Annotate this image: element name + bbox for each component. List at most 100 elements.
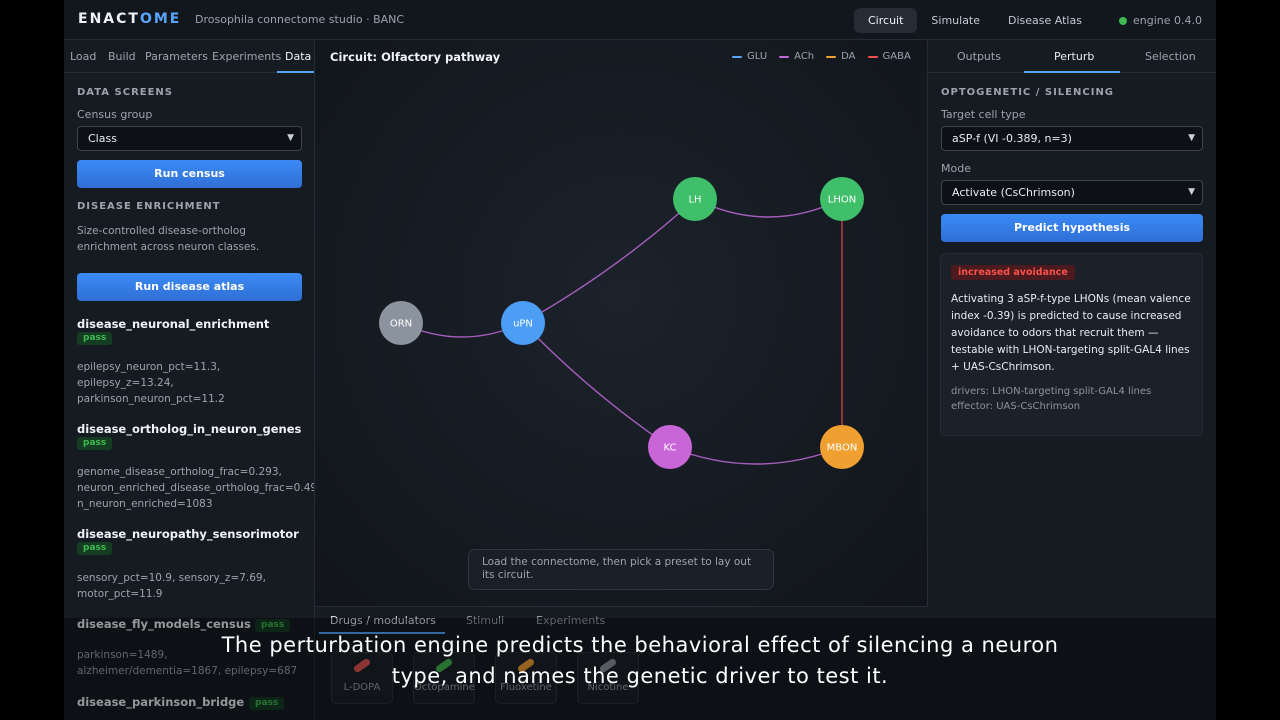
node-circle[interactable] — [820, 425, 864, 469]
app-subtitle: Drosophila connectome studio · BANC — [195, 13, 405, 26]
node-lhon[interactable]: LHON — [820, 177, 864, 221]
left-tabs: Load Build Parameters Experiments Data — [64, 40, 314, 73]
drug-octopamine[interactable]: Octopamine — [413, 652, 475, 704]
engine-status: engine 0.4.0 — [1119, 14, 1202, 27]
status-badge: pass — [77, 542, 113, 555]
status-dot-icon — [1119, 16, 1127, 25]
node-label: uPN — [513, 319, 533, 330]
disease-enrichment-desc: Size-controlled disease-ortholog enrichm… — [77, 225, 260, 253]
effect-badge: increased avoidance — [951, 265, 1075, 280]
optogenetic-title: OPTOGENETIC / SILENCING — [941, 87, 1115, 98]
drug-l-dopa[interactable]: L-DOPA — [331, 652, 393, 704]
left-panel: Load Build Parameters Experiments Data D… — [64, 40, 315, 720]
run-census-button[interactable]: Run census — [77, 160, 302, 188]
node-label: LHON — [828, 195, 856, 206]
node-circle[interactable] — [501, 301, 545, 345]
circuit-graph: ORN uPN LH LHON KC MBON — [379, 177, 864, 469]
tab-stimuli[interactable]: Stimuli — [466, 614, 505, 627]
right-tabs: Outputs Perturb Selection — [928, 40, 1216, 73]
canvas-title: Circuit: Olfactory pathway — [330, 50, 501, 64]
node-lh[interactable]: LH — [673, 177, 717, 221]
top-nav: Circuit Simulate Disease Atlas — [854, 8, 1096, 33]
chevron-down-icon: ▼ — [1188, 187, 1195, 197]
hypothesis-card: increased avoidance Activating 3 aSP-f-t… — [940, 253, 1203, 436]
tab-selection[interactable]: Selection — [1145, 50, 1196, 63]
result-name: disease_neuropathy_sensorimotor — [77, 527, 299, 541]
right-panel: Outputs Perturb Selection OPTOGENETIC / … — [928, 40, 1216, 720]
predict-hypothesis-button[interactable]: Predict hypothesis — [941, 214, 1203, 242]
census-group-label: Census group — [77, 108, 153, 121]
edge-upn-kc — [522, 322, 671, 448]
app-window: ENACTOME Drosophila connectome studio · … — [64, 0, 1216, 720]
status-badge: pass — [249, 697, 285, 710]
chevron-down-icon: ▼ — [287, 133, 294, 143]
status-badge: pass — [255, 619, 291, 632]
legend-item: DA — [826, 51, 856, 62]
bottom-drawer: Drugs / modulators Stimuli Experiments L… — [315, 606, 928, 720]
target-cell-type-select[interactable]: aSP-f (VI -0.389, n=3) ▼ — [941, 126, 1203, 151]
node-label: MBON — [827, 443, 858, 454]
legend-item: GLU — [732, 51, 767, 62]
result-name: disease_neuronal_enrichment — [77, 317, 270, 331]
result-metrics: sensory_pct=10.9, sensory_z=7.69, motor_… — [77, 572, 266, 600]
tab-load[interactable]: Load — [70, 50, 97, 63]
node-circle[interactable] — [673, 177, 717, 221]
status-badge: pass — [77, 332, 113, 345]
tab-perturb[interactable]: Perturb — [1054, 50, 1095, 63]
edge-lh-lhon — [694, 198, 843, 218]
node-upn[interactable]: uPN — [501, 301, 545, 345]
tab-underline — [277, 71, 314, 73]
node-circle[interactable] — [648, 425, 692, 469]
tab-drawer-experiments[interactable]: Experiments — [536, 614, 606, 627]
nav-simulate[interactable]: Simulate — [931, 14, 981, 27]
legend-swatch — [867, 55, 878, 58]
legend-item: GABA — [867, 51, 911, 62]
drug-nicotine[interactable]: Nicotine — [577, 652, 639, 704]
result-name: disease_fly_models_census — [77, 617, 251, 631]
result-name: disease_ortholog_in_neuron_genes — [77, 422, 302, 436]
status-badge: pass — [77, 437, 113, 450]
legend-swatch — [779, 55, 790, 58]
legend-item: ACh — [779, 51, 814, 62]
tab-parameters[interactable]: Parameters — [145, 50, 208, 63]
legend-swatch — [732, 55, 742, 58]
edge-upn-lh — [522, 198, 696, 324]
node-orn[interactable]: ORN — [379, 301, 423, 345]
tab-build[interactable]: Build — [108, 50, 136, 63]
drug-fluoxetine[interactable]: Fluoxetine — [495, 652, 557, 704]
result-metrics: parkinson=1489, alzheimer/dementia=1867,… — [77, 649, 298, 677]
node-label: ORN — [390, 319, 412, 330]
mode-select[interactable]: Activate (CsChrimson) ▼ — [941, 180, 1203, 205]
app-logo: ENACTOME — [78, 11, 182, 27]
node-kc[interactable]: KC — [648, 425, 692, 469]
node-circle[interactable] — [379, 301, 423, 345]
census-group-select[interactable]: Class ▼ — [77, 126, 302, 151]
result-metrics: epilepsy_neuron_pct=11.3, epilepsy_z=13.… — [77, 361, 225, 405]
engine-version: engine 0.4.0 — [1133, 14, 1203, 27]
nav-circuit[interactable]: Circuit — [854, 8, 918, 33]
effector-text: effector: UAS-CsChrimson — [951, 401, 1081, 412]
node-mbon[interactable]: MBON — [820, 425, 864, 469]
circuit-canvas[interactable]: Circuit: Olfactory pathway GLU ACh DA GA… — [315, 40, 928, 606]
subtitle-caption: The perturbation engine predicts the beh… — [64, 618, 1216, 720]
edge-kc-mbon — [669, 446, 843, 465]
hypothesis-text: Activating 3 aSP-f-type LHONs (mean vale… — [951, 293, 1191, 373]
drivers-text: drivers: LHON-targeting split-GAL4 lines — [951, 386, 1152, 397]
run-disease-atlas-button[interactable]: Run disease atlas — [77, 273, 302, 301]
node-circle[interactable] — [820, 177, 864, 221]
tab-experiments[interactable]: Experiments — [212, 50, 282, 63]
chevron-down-icon: ▼ — [1188, 133, 1195, 143]
result-name: disease_parkinson_bridge — [77, 695, 245, 709]
node-label: KC — [664, 443, 677, 454]
canvas-hint: Load the connectome, then pick a preset … — [468, 549, 774, 590]
tab-underline — [1024, 71, 1120, 73]
legend-swatch — [826, 55, 837, 58]
tab-outputs[interactable]: Outputs — [957, 50, 1001, 63]
nav-disease-atlas[interactable]: Disease Atlas — [1008, 14, 1082, 27]
tab-drugs-modulators[interactable]: Drugs / modulators — [330, 614, 436, 627]
target-cell-type-label: Target cell type — [941, 108, 1026, 121]
edge-legend: GLU ACh DA GABA — [732, 51, 911, 62]
tab-data[interactable]: Data — [285, 50, 312, 63]
node-label: LH — [688, 195, 701, 206]
data-screens-title: DATA SCREENS — [77, 87, 174, 98]
